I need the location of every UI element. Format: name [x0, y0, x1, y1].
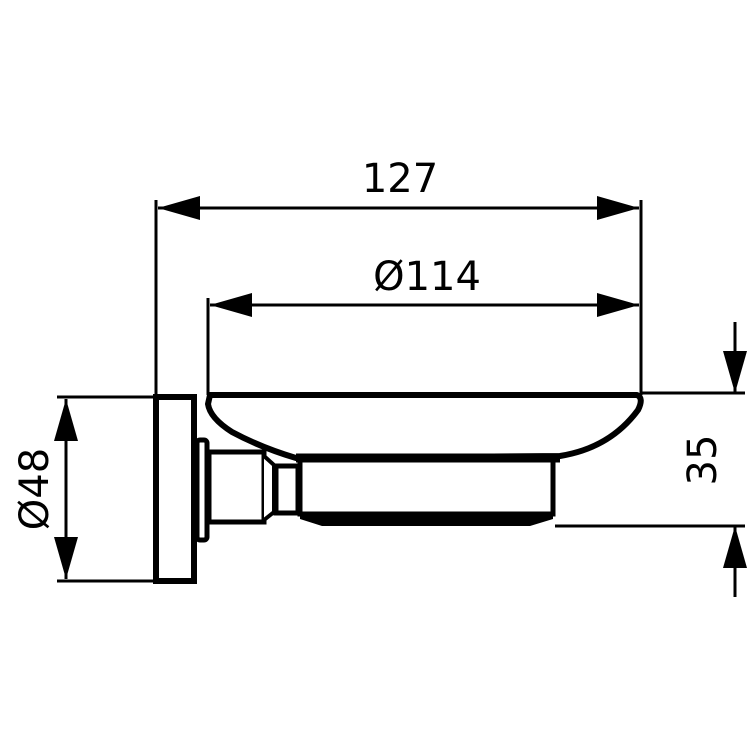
arm-taper [262, 454, 276, 522]
arm-neck [273, 463, 301, 516]
arrowhead-up-icon [723, 526, 747, 568]
wall-flange [153, 394, 210, 584]
arrowhead-down-icon [54, 537, 78, 579]
arrowhead-left-icon [158, 196, 200, 220]
soap-dish-bowl [205, 392, 644, 463]
bowl-outline [205, 392, 644, 461]
dish-holder [297, 457, 556, 526]
holder-base [300, 514, 553, 526]
dimension-overall-length: 127 [154, 156, 643, 395]
flange-collar [194, 437, 210, 543]
arm-tube [206, 449, 267, 525]
dimension-label-127: 127 [362, 156, 438, 202]
arrowhead-right-icon [597, 293, 639, 317]
dimension-label-35: 35 [680, 435, 726, 486]
dimension-mount-diameter: Ø48 [12, 395, 156, 583]
dimension-height: 35 [555, 322, 747, 597]
holder-ring [297, 457, 556, 517]
arrowhead-right-icon [597, 196, 639, 220]
dimension-dish-diameter: Ø114 [206, 254, 639, 395]
arrowhead-left-icon [210, 293, 252, 317]
dimension-label-48: Ø48 [12, 448, 58, 530]
arrowhead-up-icon [54, 399, 78, 441]
arrowhead-down-icon [723, 351, 747, 393]
support-arm [206, 449, 301, 525]
dimension-label-114: Ø114 [373, 254, 481, 300]
flange-body [153, 394, 197, 584]
